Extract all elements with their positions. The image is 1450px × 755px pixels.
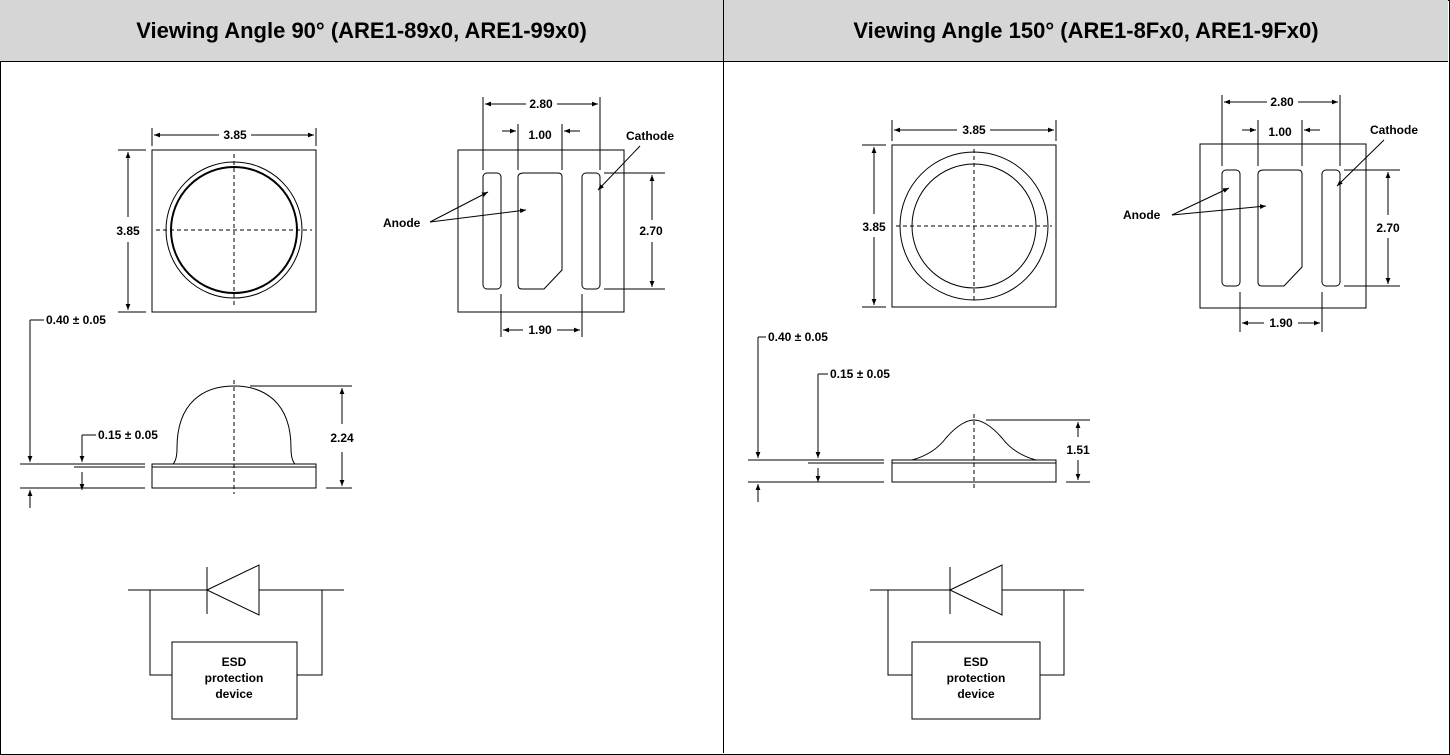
left-top-width-dim: 3.85 (223, 128, 247, 142)
left-esd-line1: ESD (222, 655, 247, 669)
left-esd-line3: device (215, 687, 253, 701)
left-pad-view: 2.80 1.00 2.70 1.90 Cathode Anode (383, 97, 674, 337)
left-cathode-label: Cathode (626, 129, 674, 143)
right-side-dim-a: 0.40 ± 0.05 (768, 330, 828, 344)
right-panel: Viewing Angle 150° (ARE1-8Fx0, ARE1-9Fx0… (724, 0, 1448, 753)
right-esd-line2: protection (947, 671, 1006, 685)
right-circuit: ESD protection device (870, 564, 1084, 720)
right-side-height-dim: 1.51 (1066, 443, 1090, 457)
right-pad-center-dim: 1.00 (1268, 125, 1292, 139)
right-esd-line3: device (957, 687, 995, 701)
left-panel-header: Viewing Angle 90° (ARE1-89x0, ARE1-99x0) (0, 0, 723, 62)
left-side-height-dim: 2.24 (330, 431, 354, 445)
right-top-height-dim: 3.85 (862, 220, 886, 234)
left-top-height-dim: 3.85 (116, 224, 140, 238)
left-pad-overall-dim: 2.80 (529, 97, 553, 111)
right-top-width-dim: 3.85 (962, 123, 986, 137)
right-cathode-label: Cathode (1370, 123, 1418, 137)
right-top-view: 3.85 3.85 (862, 120, 1057, 308)
right-esd-line1: ESD (964, 655, 989, 669)
right-panel-header: Viewing Angle 150° (ARE1-8Fx0, ARE1-9Fx0… (724, 0, 1448, 62)
left-circuit: ESD protection device (128, 564, 344, 720)
left-anode-label: Anode (383, 216, 421, 230)
left-esd-line2: protection (205, 671, 264, 685)
right-anode-label: Anode (1123, 208, 1161, 222)
right-side-view: 1.51 0.40 ± 0.05 0.15 ± 0.05 (748, 330, 1090, 502)
left-pad-center-dim: 1.00 (528, 128, 552, 142)
left-top-view: 3.85 3.85 (116, 128, 317, 313)
left-side-dim-b: 0.15 ± 0.05 (98, 428, 158, 442)
right-pad-overall-dim: 2.80 (1270, 95, 1294, 109)
right-pad-bottom-dim: 1.90 (1269, 316, 1293, 330)
left-drawing: 3.85 3.85 2.80 1.00 (20, 97, 674, 720)
left-pad-bottom-dim: 1.90 (528, 323, 552, 337)
right-pad-view: 2.80 1.00 2.70 1.90 Cathode Anode (1123, 95, 1418, 332)
right-side-dim-b: 0.15 ± 0.05 (830, 367, 890, 381)
right-pad-height-dim: 2.70 (1376, 221, 1400, 235)
left-panel: Viewing Angle 90° (ARE1-89x0, ARE1-99x0)… (0, 0, 724, 753)
right-drawing: 3.85 3.85 2.80 1.00 (748, 95, 1418, 720)
left-side-dim-a: 0.40 ± 0.05 (46, 313, 106, 327)
left-side-view: 2.24 0.40 ± 0.05 0.15 ± 0.05 (20, 313, 354, 508)
left-pad-height-dim: 2.70 (639, 224, 663, 238)
